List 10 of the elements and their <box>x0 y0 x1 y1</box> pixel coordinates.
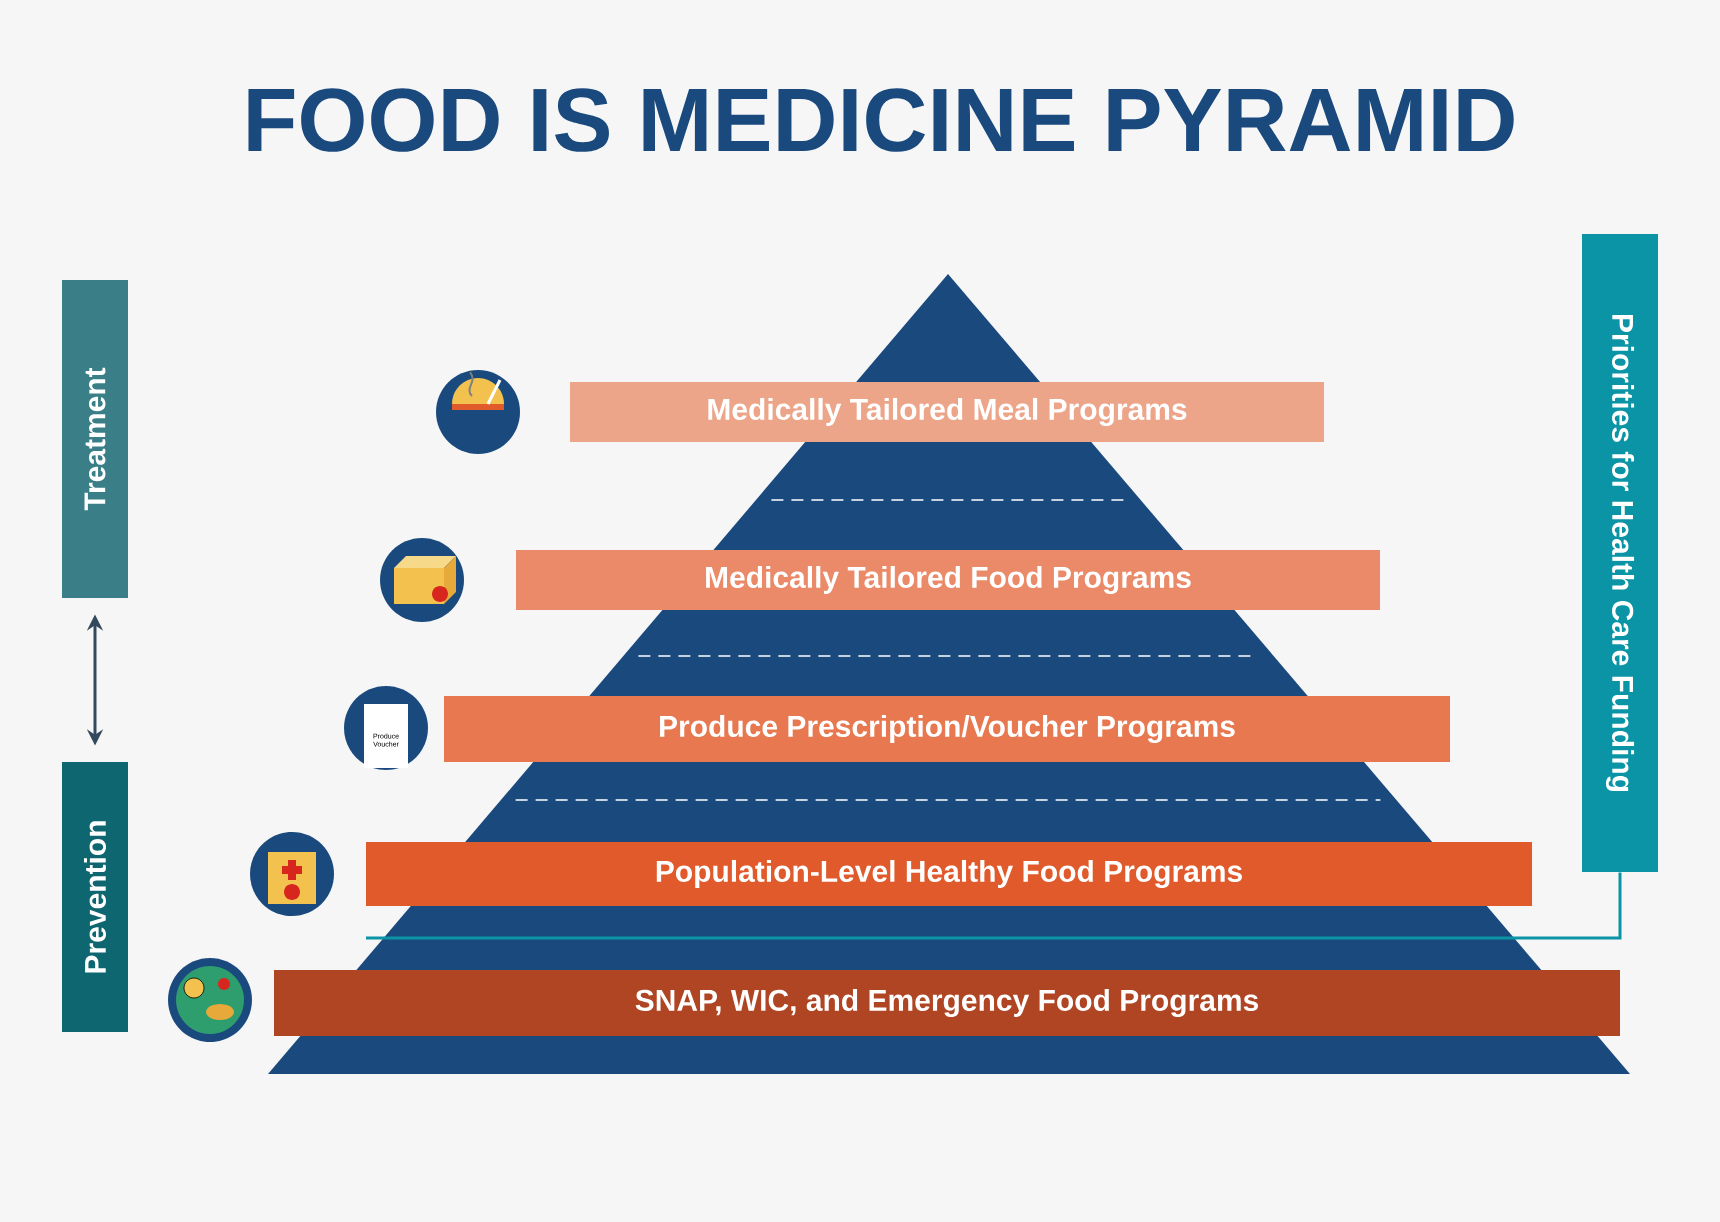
pyramid-band: SNAP, WIC, and Emergency Food Programs <box>274 970 1620 1036</box>
pyramid-band: Population-Level Healthy Food Programs <box>366 842 1532 906</box>
pyramid-band: Medically Tailored Food Programs <box>516 550 1380 610</box>
category-box: Prevention <box>62 762 128 1032</box>
pyramid-band: Medically Tailored Meal Programs <box>570 382 1324 442</box>
pyramid-band: Produce Prescription/Voucher Programs <box>444 696 1450 762</box>
side-label-box: Priorities for Health Care Funding <box>1582 234 1658 872</box>
title: FOOD IS MEDICINE PYRAMID <box>248 88 1514 152</box>
category-box: Treatment <box>62 280 128 598</box>
leader-line <box>366 872 1622 940</box>
